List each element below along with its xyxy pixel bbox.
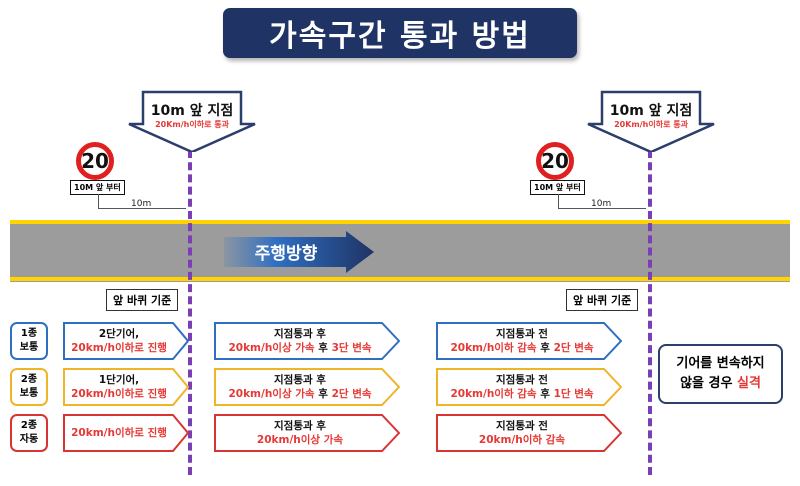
wheel-reference-label: 앞 바퀴 기준 [106, 289, 179, 311]
row1-bp-red: 20km/h이하 감속 [450, 342, 537, 354]
speed-limit-sign-icon: 20 [76, 142, 114, 180]
road [10, 220, 790, 282]
row2-before-box: 1단기어, 20km/h이하로 진행 [63, 368, 189, 406]
speed-value: 20 [541, 149, 569, 173]
penalty-disqualified: 실격 [736, 376, 761, 391]
row1-after-pass-box: 지점통과 후 20km/h이상 가속 후 3단 변속 [214, 322, 400, 360]
row1-before-dark: 2단기어, [98, 328, 140, 340]
row3-bp-red: 20km/h이하 감속 [478, 434, 566, 446]
callout-main: 10m 앞 지점 [150, 103, 234, 119]
pentagon-arrow-icon [436, 368, 622, 406]
page-title: 가속구간 통과 방법 [223, 8, 577, 58]
category-line2: 자동 [19, 434, 39, 445]
row2-before-red: 20km/h이하로 진행 [71, 388, 167, 400]
pentagon-arrow-icon [436, 414, 622, 452]
callout-left: 10m 앞 지점 20Km/h이하로 통과 [127, 90, 257, 152]
measure-line [558, 208, 646, 209]
pentagon-arrow-icon [214, 322, 400, 360]
row3-bp-dark: 지점통과 전 [496, 420, 548, 432]
penalty-line1: 기어를 변속하지 [676, 356, 765, 371]
pentagon-arrow-icon [63, 368, 189, 406]
measure-tick [558, 194, 559, 208]
row2-after-red: 20km/h이상 가속 [228, 388, 315, 400]
reference-line-right [648, 150, 652, 475]
row3-before-box: 20km/h이하로 진행 [63, 414, 189, 452]
road-lane-bottom [10, 277, 790, 281]
row1-bp-dark: 지점통과 전 [496, 328, 548, 340]
category-line2: 보통 [19, 388, 39, 399]
row1-before-pass-box: 지점통과 전 20km/h이하 감속 후 2단 변속 [436, 322, 622, 360]
category-2jong-botong: 2종 보통 [10, 368, 48, 406]
row1-before-box: 2단기어, 20km/h이하로 진행 [63, 322, 189, 360]
row1-before-red: 20km/h이하로 진행 [71, 342, 167, 354]
category-1jong-botong: 1종 보통 [10, 322, 48, 360]
measure-label: 10m [591, 199, 612, 209]
row2-after-red2: 2단 변속 [331, 388, 372, 400]
pentagon-arrow-icon [63, 322, 189, 360]
category-2jong-jadong: 2종 자동 [10, 414, 48, 452]
callout-right: 10m 앞 지점 20Km/h이하로 통과 [586, 90, 716, 152]
road-lane-top [10, 220, 790, 224]
row3-before-red: 20km/h이하로 진행 [71, 427, 167, 439]
row1-bp-mid: 후 [536, 342, 554, 354]
row2-before-dark: 1단기어, [98, 374, 140, 386]
row2-after-dark: 지점통과 후 [274, 374, 326, 386]
speed-limit-sign-icon: 20 [536, 142, 574, 180]
pentagon-arrow-icon [214, 368, 400, 406]
callout-sub: 20Km/h이하로 통과 [614, 120, 688, 129]
callout-main: 10m 앞 지점 [609, 103, 693, 119]
pentagon-arrow-icon [214, 414, 400, 452]
row1-after-mid: 후 [314, 342, 332, 354]
row2-bp-red2: 1단 변속 [553, 388, 594, 400]
direction-label: 주행방향 [254, 243, 318, 264]
direction-arrow-icon [224, 231, 374, 273]
callout-arrow-icon [128, 90, 256, 152]
reference-line-left [188, 150, 192, 475]
row3-after-dark: 지점통과 후 [274, 420, 326, 432]
measure-line [98, 208, 186, 209]
row2-bp-red: 20km/h이하 감속 [450, 388, 537, 400]
sign-label: 10M 앞 부터 [70, 180, 125, 195]
wheel-reference-label: 앞 바퀴 기준 [566, 289, 639, 311]
penalty-note: 기어를 변속하지 않을 경우 실격 [658, 344, 783, 404]
row2-before-pass-box: 지점통과 전 20km/h이하 감속 후 1단 변속 [436, 368, 622, 406]
pentagon-arrow-icon [436, 322, 622, 360]
row3-after-red: 20km/h이상 가속 [256, 434, 344, 446]
callout-arrow-icon [587, 90, 715, 152]
category-line1: 2종 [20, 420, 38, 431]
callout-sub: 20Km/h이하로 통과 [155, 120, 229, 129]
speed-value: 20 [81, 149, 109, 173]
measure-label: 10m [131, 199, 152, 209]
category-line1: 2종 [20, 374, 38, 385]
row2-bp-mid: 후 [536, 388, 554, 400]
category-line1: 1종 [20, 328, 38, 339]
row1-bp-red2: 2단 변속 [553, 342, 594, 354]
row1-after-red2: 3단 변속 [331, 342, 372, 354]
row3-after-pass-box: 지점통과 후 20km/h이상 가속 [214, 414, 400, 452]
row3-before-pass-box: 지점통과 전 20km/h이하 감속 [436, 414, 622, 452]
row2-after-pass-box: 지점통과 후 20km/h이상 가속 후 2단 변속 [214, 368, 400, 406]
row2-after-mid: 후 [314, 388, 332, 400]
category-line2: 보통 [19, 342, 39, 353]
penalty-line2: 않을 경우 [680, 376, 737, 391]
measure-tick [98, 194, 99, 208]
row1-after-dark: 지점통과 후 [274, 328, 326, 340]
sign-label: 10M 앞 부터 [530, 180, 585, 195]
pentagon-arrow-icon [63, 414, 189, 452]
row1-after-red: 20km/h이상 가속 [228, 342, 315, 354]
row2-bp-dark: 지점통과 전 [496, 374, 548, 386]
